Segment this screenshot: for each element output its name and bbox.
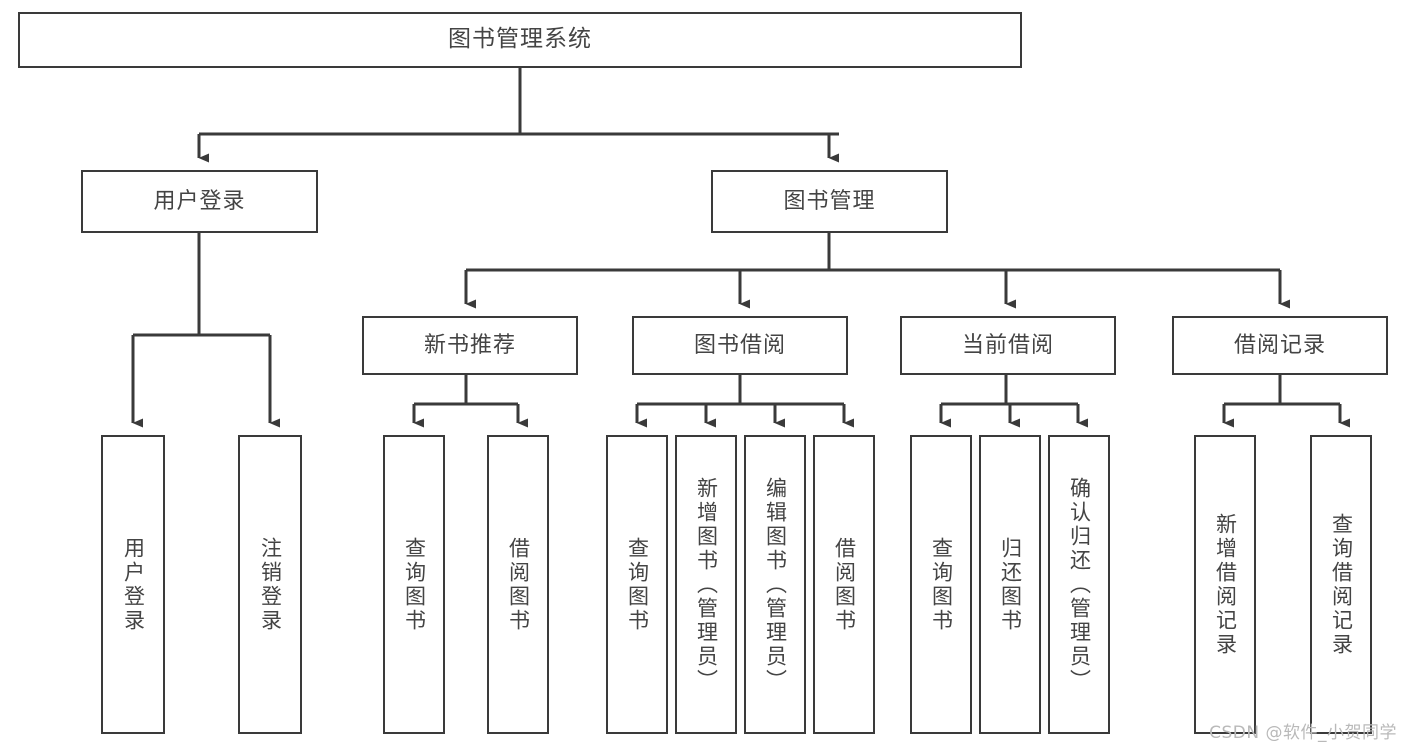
node-book-borrow-label: 图书借阅: [693, 332, 786, 358]
leaf-label: 查询图书: [402, 536, 427, 633]
node-new-book-recommend-label: 新书推荐: [423, 332, 516, 358]
leaf-label: 新增借阅记录: [1213, 512, 1238, 657]
leaf-label: 查询图书: [625, 536, 650, 633]
leaf-label: 查询图书: [929, 536, 954, 633]
node-current-borrow[interactable]: 当前借阅: [900, 316, 1116, 375]
node-root[interactable]: 图书管理系统: [18, 12, 1022, 68]
leaf-book-borrow-query[interactable]: 查询图书: [606, 435, 668, 734]
leaf-borrow-record-add[interactable]: 新增借阅记录: [1194, 435, 1256, 734]
leaf-user-login-logout[interactable]: 注销登录: [238, 435, 302, 734]
leaf-borrow-record-query[interactable]: 查询借阅记录: [1310, 435, 1372, 734]
node-book-manage-label: 图书管理: [783, 188, 876, 214]
leaf-label: 编辑图书（管理员）: [763, 476, 788, 693]
leaf-book-borrow-edit[interactable]: 编辑图书（管理员）: [744, 435, 806, 734]
node-current-borrow-label: 当前借阅: [961, 332, 1054, 358]
node-borrow-record-label: 借阅记录: [1233, 332, 1326, 358]
leaf-label: 借阅图书: [832, 536, 857, 633]
leaf-label: 确认归还（管理员）: [1067, 476, 1092, 693]
leaf-book-borrow-borrow[interactable]: 借阅图书: [813, 435, 875, 734]
watermark: CSDN @软件_小贺同学: [1209, 723, 1397, 743]
node-root-label: 图书管理系统: [448, 26, 592, 53]
node-book-borrow[interactable]: 图书借阅: [632, 316, 848, 375]
leaf-label: 查询借阅记录: [1329, 512, 1354, 657]
leaf-current-borrow-query[interactable]: 查询图书: [910, 435, 972, 734]
leaf-label: 归还图书: [998, 536, 1023, 633]
leaf-current-borrow-confirm[interactable]: 确认归还（管理员）: [1048, 435, 1110, 734]
leaf-book-borrow-add[interactable]: 新增图书（管理员）: [675, 435, 737, 734]
leaf-label: 新增图书（管理员）: [694, 476, 719, 693]
node-borrow-record[interactable]: 借阅记录: [1172, 316, 1388, 375]
leaf-label: 注销登录: [258, 536, 283, 633]
leaf-label: 借阅图书: [506, 536, 531, 633]
node-user-login[interactable]: 用户登录: [81, 170, 318, 233]
node-book-manage[interactable]: 图书管理: [711, 170, 948, 233]
leaf-new-book-query[interactable]: 查询图书: [383, 435, 445, 734]
leaf-current-borrow-return[interactable]: 归还图书: [979, 435, 1041, 734]
node-user-login-label: 用户登录: [153, 188, 246, 214]
leaf-label: 用户登录: [121, 536, 146, 633]
node-new-book-recommend[interactable]: 新书推荐: [362, 316, 578, 375]
leaf-user-login-login[interactable]: 用户登录: [101, 435, 165, 734]
leaf-new-book-borrow[interactable]: 借阅图书: [487, 435, 549, 734]
